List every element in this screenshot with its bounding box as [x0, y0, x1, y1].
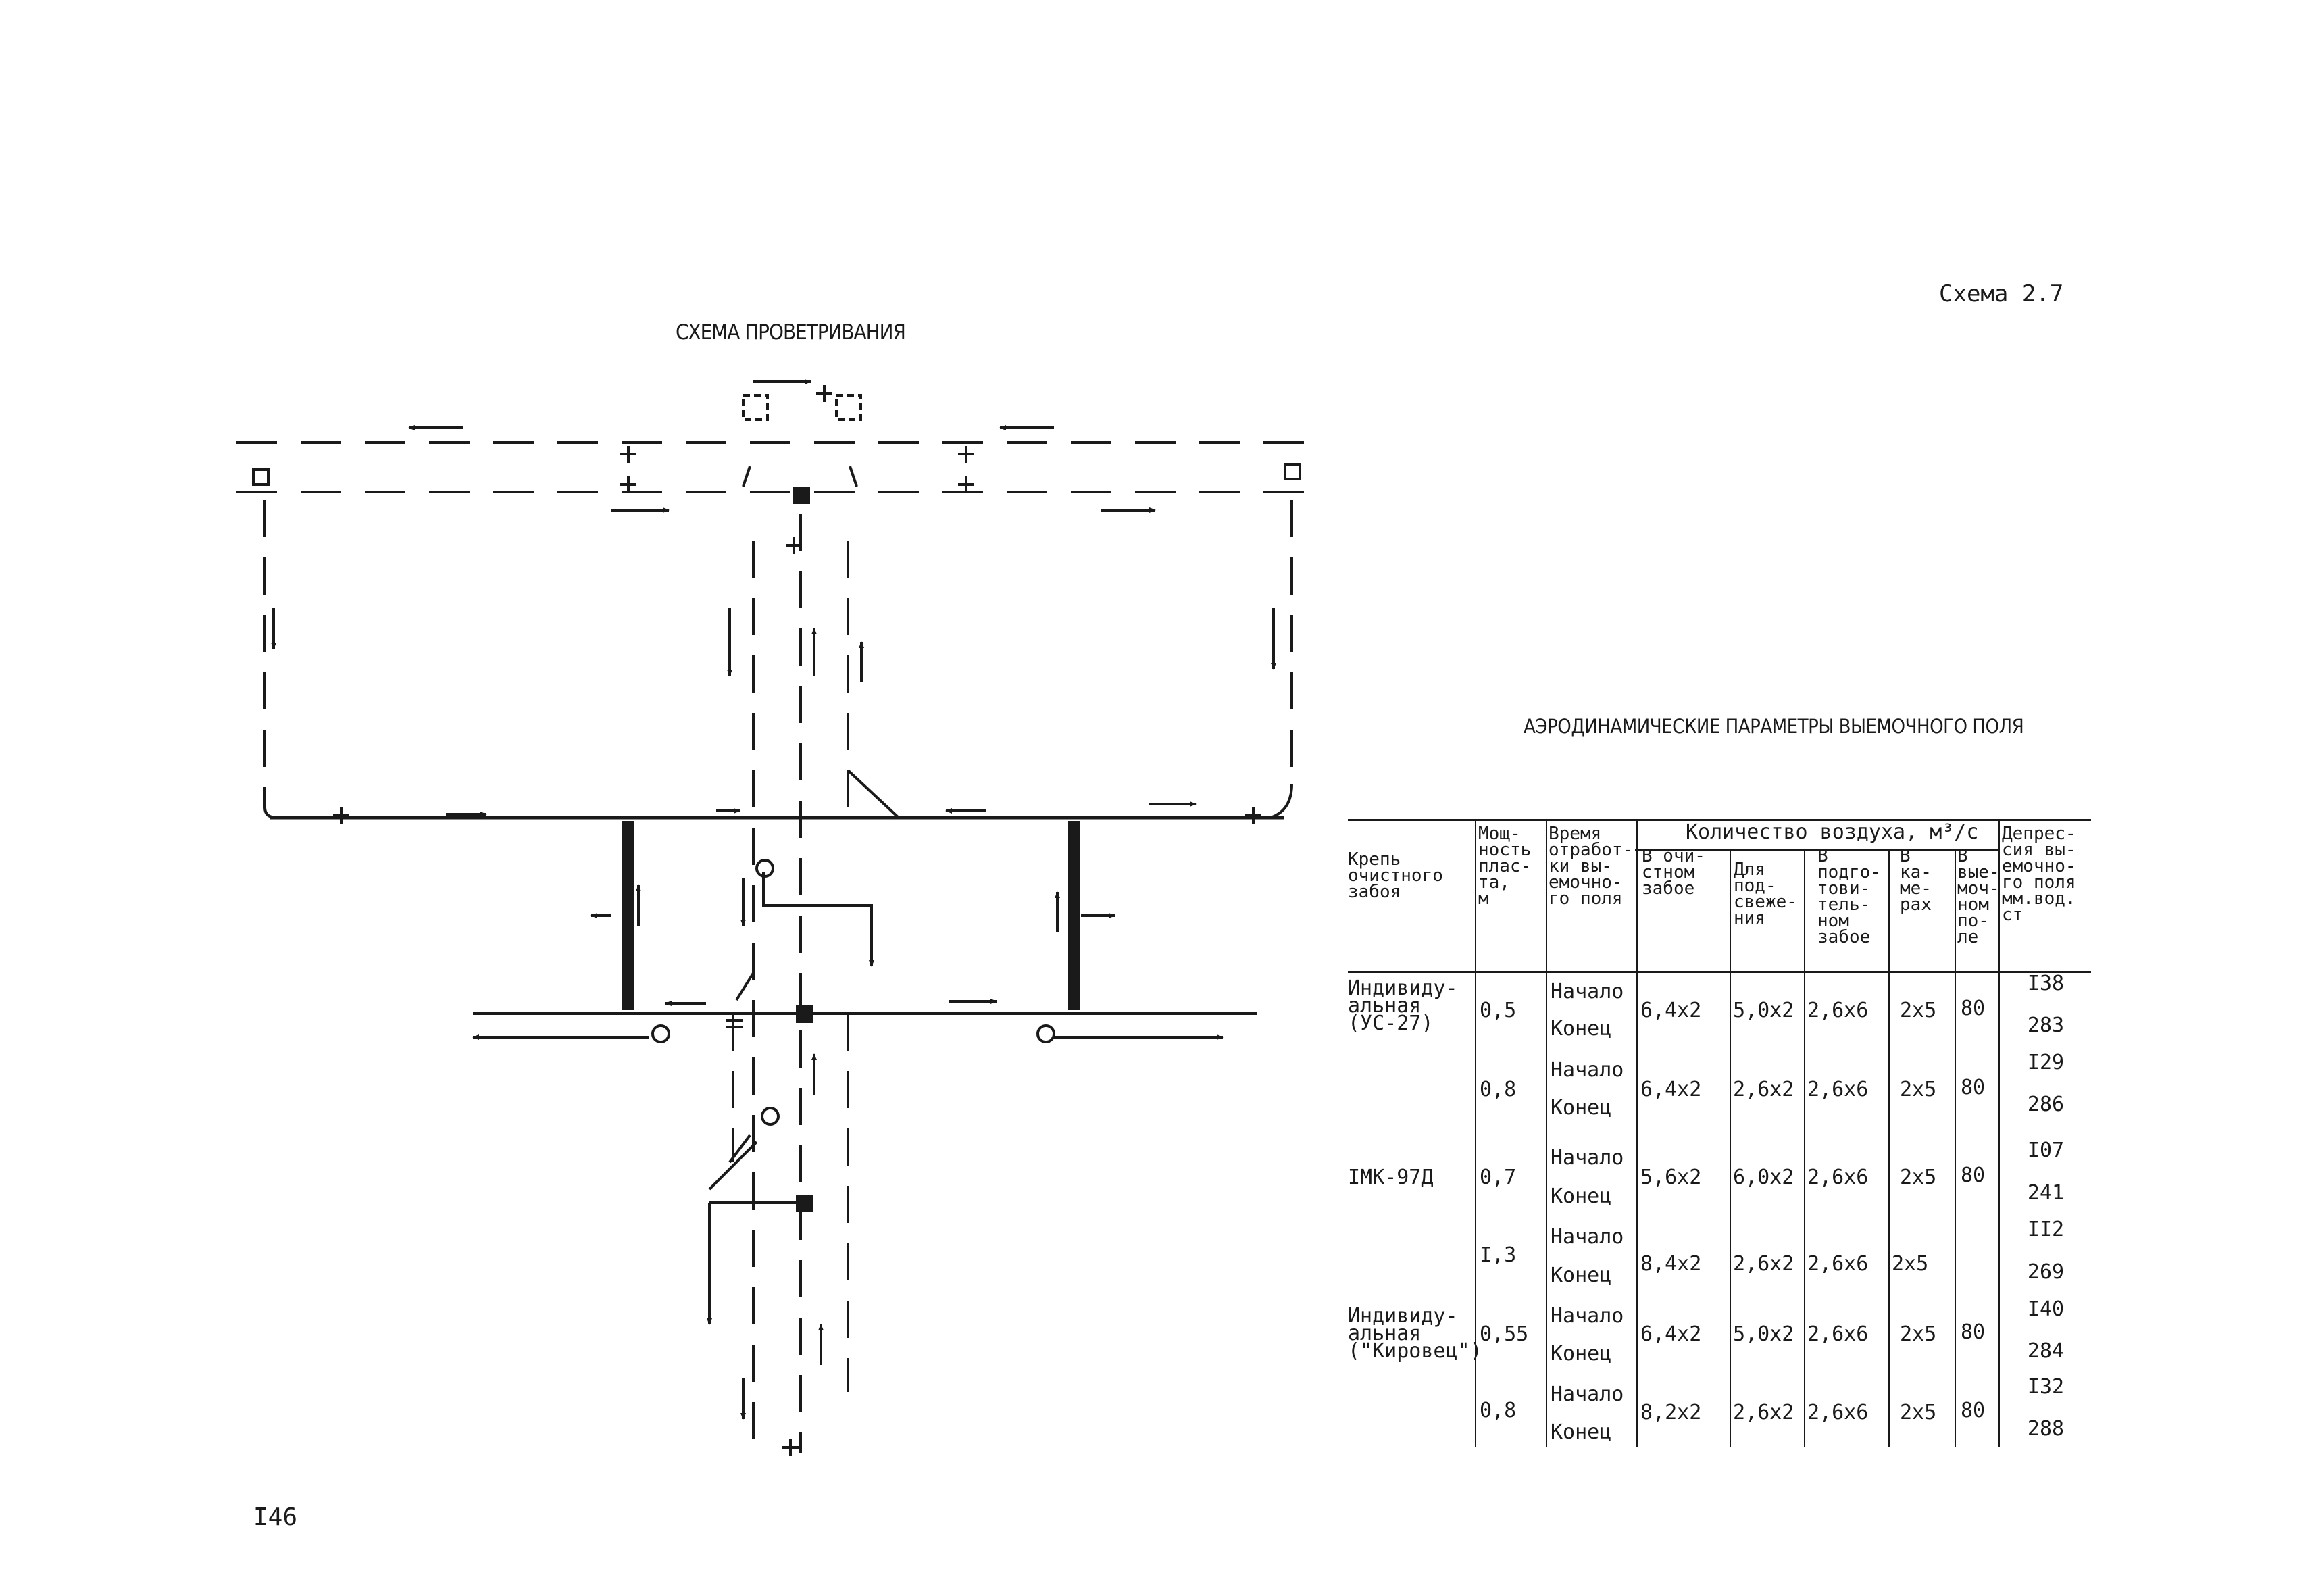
header-air-prep: В подго- тови- тель- ном забое: [1817, 846, 1881, 947]
depression-end: 283: [2027, 1014, 2065, 1037]
regulator-square-1: [793, 487, 810, 504]
time-start: Начало: [1551, 1225, 1624, 1249]
depression-start: I40: [2027, 1297, 2065, 1321]
time-start: Начало: [1551, 1146, 1624, 1170]
depression-end: 241: [2027, 1181, 2065, 1205]
scheme-label: Схема 2.7: [1939, 280, 2064, 307]
header-air-refresh: Для под- свеже- ния: [1734, 859, 1797, 928]
time-end: Конец: [1551, 1184, 1612, 1208]
header-support: Крепь очистного забоя: [1348, 849, 1443, 902]
regulator-square-2: [796, 1005, 813, 1023]
air-chambers-value: 2x5: [1900, 1322, 1937, 1346]
air-refresh-value: 2,6x2: [1733, 1078, 1794, 1101]
air-face-value: 6,4x2: [1640, 1322, 1702, 1346]
air-chambers-value: 2x5: [1900, 999, 1937, 1022]
support-type: IМК-97Д: [1348, 1166, 1434, 1189]
depression-start: I07: [2027, 1139, 2065, 1162]
header-depression: Депрес- сия вы- емочно- го поля мм.вод. …: [2002, 824, 2076, 925]
time-start: Начало: [1551, 1058, 1624, 1082]
header-air-chambers: В ка- ме- рах: [1900, 846, 1932, 915]
air-face-value: 6,4x2: [1640, 1078, 1702, 1101]
time-end: Конец: [1551, 1342, 1612, 1366]
air-prep-value: 2,6x6: [1807, 1252, 1869, 1276]
time-end: Конец: [1551, 1420, 1612, 1444]
depression-end: 269: [2027, 1260, 2065, 1284]
air-chambers-value: 2x5: [1900, 1401, 1937, 1424]
air-field-value: 80: [1961, 1399, 1986, 1422]
depression-end: 286: [2027, 1093, 2065, 1116]
air-face-value: 8,4x2: [1640, 1252, 1702, 1276]
table-title: АЭРОДИНАМИЧЕСКИЕ ПАРАМЕТРЫ ВЫЕМОЧНОГО ПО…: [1524, 715, 2024, 738]
air-chambers-value: 2x5: [1900, 1166, 1937, 1189]
air-refresh-value: 5,0x2: [1733, 1322, 1794, 1346]
air-prep-value: 2,6x6: [1807, 1322, 1869, 1346]
depression-end: 284: [2027, 1339, 2065, 1363]
air-prep-value: 2,6x6: [1807, 999, 1869, 1022]
air-refresh-value: 5,0x2: [1733, 999, 1794, 1022]
regulator-left: [252, 468, 270, 486]
air-chambers-value: 2x5: [1892, 1252, 1929, 1276]
air-field-value: 80: [1961, 1320, 1986, 1344]
header-air-group: Количество воздуха, м³/с: [1686, 820, 1979, 844]
depression-end: 288: [2027, 1417, 2065, 1441]
air-face-value: 8,2x2: [1640, 1401, 1702, 1424]
time-end: Конец: [1551, 1017, 1612, 1041]
air-field-value: 80: [1961, 1076, 1986, 1099]
depression-start: I38: [2027, 972, 2065, 995]
air-field-value: 80: [1961, 997, 1986, 1020]
air-refresh-value: 2,6x2: [1733, 1252, 1794, 1276]
time-start: Начало: [1551, 1304, 1624, 1328]
air-chambers-value: 2x5: [1900, 1078, 1937, 1101]
fan-icon-3: [1036, 1024, 1055, 1043]
regulator-right: [1284, 463, 1301, 480]
air-face-value: 6,4x2: [1640, 999, 1702, 1022]
depression-start: II2: [2027, 1218, 2065, 1241]
depression-start: I29: [2027, 1051, 2065, 1074]
diagram-title: СХЕМА ПРОВЕТРИВАНИЯ: [676, 320, 906, 345]
header-air-field: В вые- моч- ном по- ле: [1957, 846, 2000, 947]
header-air-face: В очи- стном забое: [1642, 846, 1705, 899]
time-start: Начало: [1551, 1382, 1624, 1406]
air-prep-value: 2,6x6: [1807, 1166, 1869, 1189]
regulator-square-3: [796, 1195, 813, 1212]
time-start: Начало: [1551, 980, 1624, 1003]
air-prep-value: 2,6x6: [1807, 1401, 1869, 1424]
header-thickness: Мощ- ность плас- та, м: [1478, 824, 1532, 909]
header-time: Время отработ- ки вы- емочно- го поля: [1549, 824, 1634, 909]
thickness-value: 0,55: [1480, 1322, 1529, 1346]
thickness-value: I,3: [1480, 1243, 1517, 1267]
thickness-value: 0,5: [1480, 999, 1517, 1022]
time-end: Конец: [1551, 1264, 1612, 1287]
air-field-value: 80: [1961, 1164, 1986, 1187]
fan-icon-2: [651, 1024, 670, 1043]
support-type: Индивиду- альная ("Кировец"): [1348, 1304, 1482, 1363]
depression-start: I32: [2027, 1375, 2065, 1399]
support-type: Индивиду- альная (УС-27): [1348, 976, 1458, 1035]
air-face-value: 5,6x2: [1640, 1166, 1702, 1189]
air-refresh-value: 2,6x2: [1733, 1401, 1794, 1424]
page-number: I46: [253, 1503, 298, 1531]
air-refresh-value: 6,0x2: [1733, 1166, 1794, 1189]
thickness-value: 0,8: [1480, 1078, 1517, 1101]
thickness-value: 0,7: [1480, 1166, 1517, 1189]
thickness-value: 0,8: [1480, 1399, 1517, 1422]
air-prep-value: 2,6x6: [1807, 1078, 1869, 1101]
fan-icon-4: [761, 1107, 780, 1126]
time-end: Конец: [1551, 1096, 1612, 1120]
fan-icon-1: [755, 859, 774, 878]
